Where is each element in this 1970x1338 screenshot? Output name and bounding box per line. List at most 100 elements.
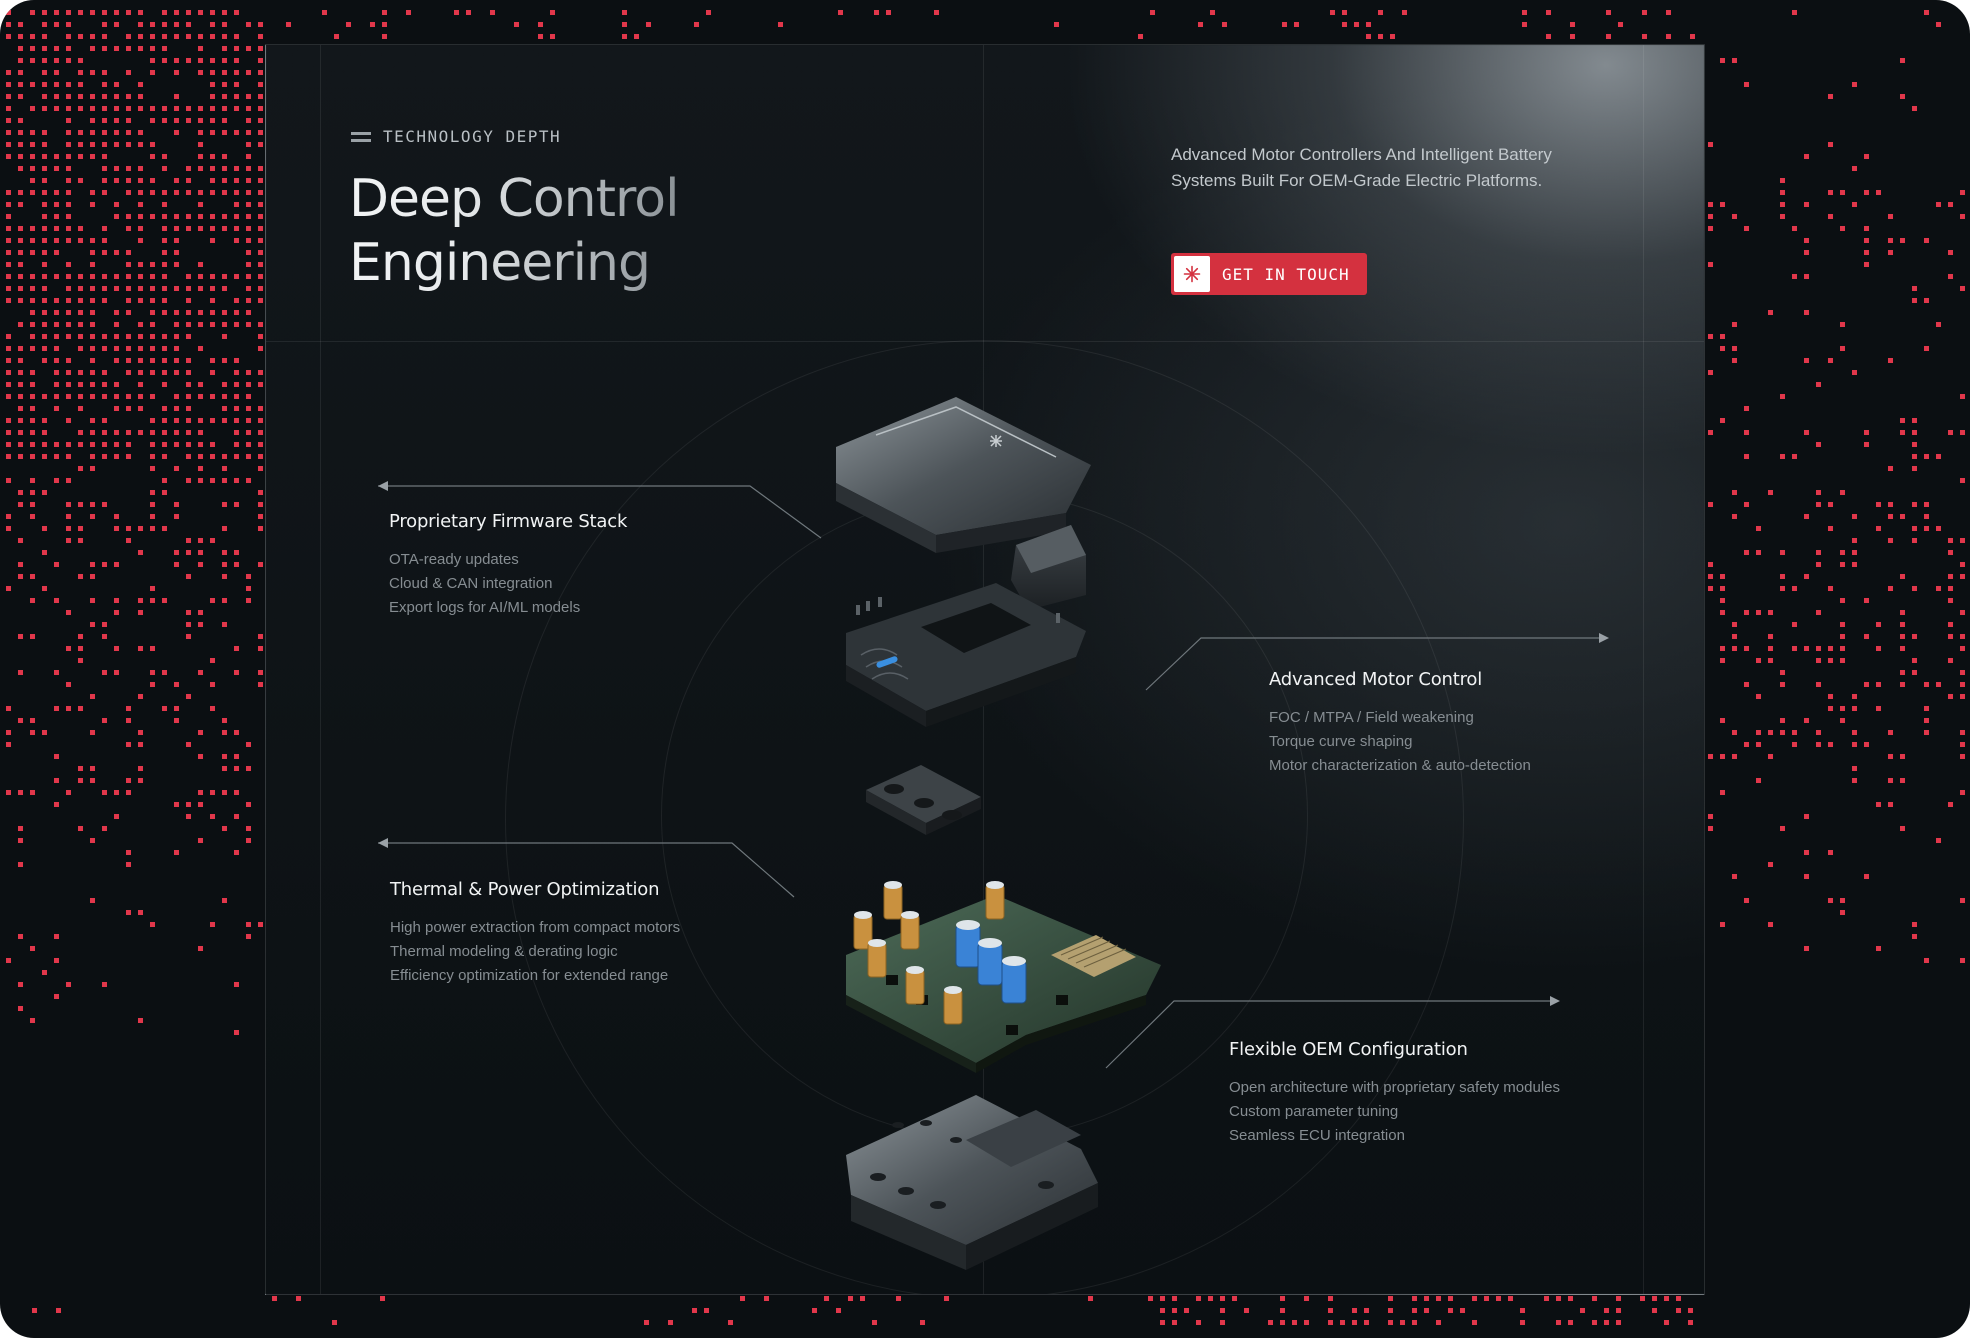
- pixel-dot: [222, 46, 227, 51]
- pixel-dot: [90, 514, 95, 519]
- pixel-dot: [198, 190, 203, 195]
- pixel-dot: [1888, 502, 1893, 507]
- pixel-dot: [210, 106, 215, 111]
- pixel-dot: [66, 46, 71, 51]
- pixel-dot: [258, 562, 263, 567]
- pixel-dot: [1522, 10, 1527, 15]
- pixel-dot: [114, 430, 119, 435]
- pixel-dot: [1720, 418, 1725, 423]
- pixel-dot: [1900, 754, 1905, 759]
- pixel-dot: [150, 58, 155, 63]
- pixel-dot: [102, 238, 107, 243]
- get-in-touch-button[interactable]: GET IN TOUCH: [1171, 253, 1367, 295]
- pixel-dot: [174, 118, 179, 123]
- pixel-dot: [126, 358, 131, 363]
- pixel-dot: [114, 406, 119, 411]
- pixel-dot: [1400, 1320, 1405, 1325]
- pixel-dot: [1780, 214, 1785, 219]
- pixel-dot: [174, 238, 179, 243]
- pixel-dot: [1804, 238, 1809, 243]
- pixel-dot: [258, 118, 263, 123]
- pixel-dot: [246, 418, 251, 423]
- pixel-dot: [90, 154, 95, 159]
- pixel-dot: [538, 22, 543, 27]
- pixel-dot: [222, 394, 227, 399]
- pixel-dot: [1652, 1296, 1657, 1301]
- pixel-dot: [1852, 538, 1857, 543]
- pixel-dot: [258, 382, 263, 387]
- pixel-dot: [234, 370, 239, 375]
- pixel-dot: [18, 862, 23, 867]
- pixel-dot: [174, 10, 179, 15]
- pixel-dot: [1804, 850, 1809, 855]
- pixel-dot: [1888, 238, 1893, 243]
- pixel-dot: [126, 142, 131, 147]
- pixel-dot: [30, 730, 35, 735]
- pixel-dot: [78, 574, 83, 579]
- pixel-dot: [114, 394, 119, 399]
- pixel-dot: [1780, 718, 1785, 723]
- pixel-dot: [1804, 154, 1809, 159]
- pixel-dot: [222, 34, 227, 39]
- pixel-dot: [114, 454, 119, 459]
- pixel-dot: [114, 22, 119, 27]
- pixel-dot: [222, 826, 227, 831]
- pixel-dot: [78, 94, 83, 99]
- pixel-dot: [1568, 1320, 1573, 1325]
- pixel-dot: [234, 310, 239, 315]
- pixel-dot: [66, 274, 71, 279]
- pixel-dot: [150, 358, 155, 363]
- pixel-dot: [1756, 526, 1761, 531]
- pixel-dot: [66, 502, 71, 507]
- pixel-dot: [102, 430, 107, 435]
- pixel-dot: [18, 370, 23, 375]
- pixel-dot: [466, 10, 471, 15]
- pixel-dot: [1448, 1296, 1453, 1301]
- pixel-dot: [102, 250, 107, 255]
- pixel-dot: [186, 814, 191, 819]
- pixel-dot: [1732, 634, 1737, 639]
- pixel-dot: [1876, 190, 1881, 195]
- pixel-dot: [1864, 262, 1869, 267]
- pixel-dot: [210, 22, 215, 27]
- pixel-dot: [138, 94, 143, 99]
- pixel-dot: [6, 394, 11, 399]
- pixel-dot: [138, 202, 143, 207]
- pixel-dot: [6, 286, 11, 291]
- pixel-dot: [704, 1308, 709, 1313]
- pixel-dot: [78, 34, 83, 39]
- pixel-dot: [1172, 1296, 1177, 1301]
- pixel-dot: [1708, 574, 1713, 579]
- pixel-dot: [1936, 838, 1941, 843]
- pixel-dot: [6, 298, 11, 303]
- pixel-dot: [1840, 550, 1845, 555]
- pixel-dot: [162, 262, 167, 267]
- pixel-dot: [186, 286, 191, 291]
- pixel-dot: [18, 394, 23, 399]
- pixel-dot: [1888, 214, 1893, 219]
- pixel-dot: [150, 682, 155, 687]
- pixel-dot: [174, 466, 179, 471]
- pixel-dot: [1280, 1296, 1285, 1301]
- pixel-dot: [162, 670, 167, 675]
- pixel-dot: [18, 382, 23, 387]
- pixel-dot: [1864, 190, 1869, 195]
- pixel-dot: [1912, 526, 1917, 531]
- pixel-dot: [1900, 634, 1905, 639]
- pixel-dot: [78, 382, 83, 387]
- pixel-dot: [18, 562, 23, 567]
- pixel-dot: [30, 190, 35, 195]
- pixel-dot: [872, 1320, 877, 1325]
- pixel-dot: [56, 1308, 61, 1313]
- pixel-dot: [78, 526, 83, 531]
- pixel-dot: [1054, 22, 1059, 27]
- pixel-dot: [162, 454, 167, 459]
- pixel-dot: [6, 202, 11, 207]
- pixel-dot: [1780, 190, 1785, 195]
- pixel-dot: [1912, 922, 1917, 927]
- pixel-dot: [222, 574, 227, 579]
- pixel-dot: [258, 274, 263, 279]
- pixel-dot: [54, 190, 59, 195]
- pixel-dot: [30, 382, 35, 387]
- pixel-dot: [150, 154, 155, 159]
